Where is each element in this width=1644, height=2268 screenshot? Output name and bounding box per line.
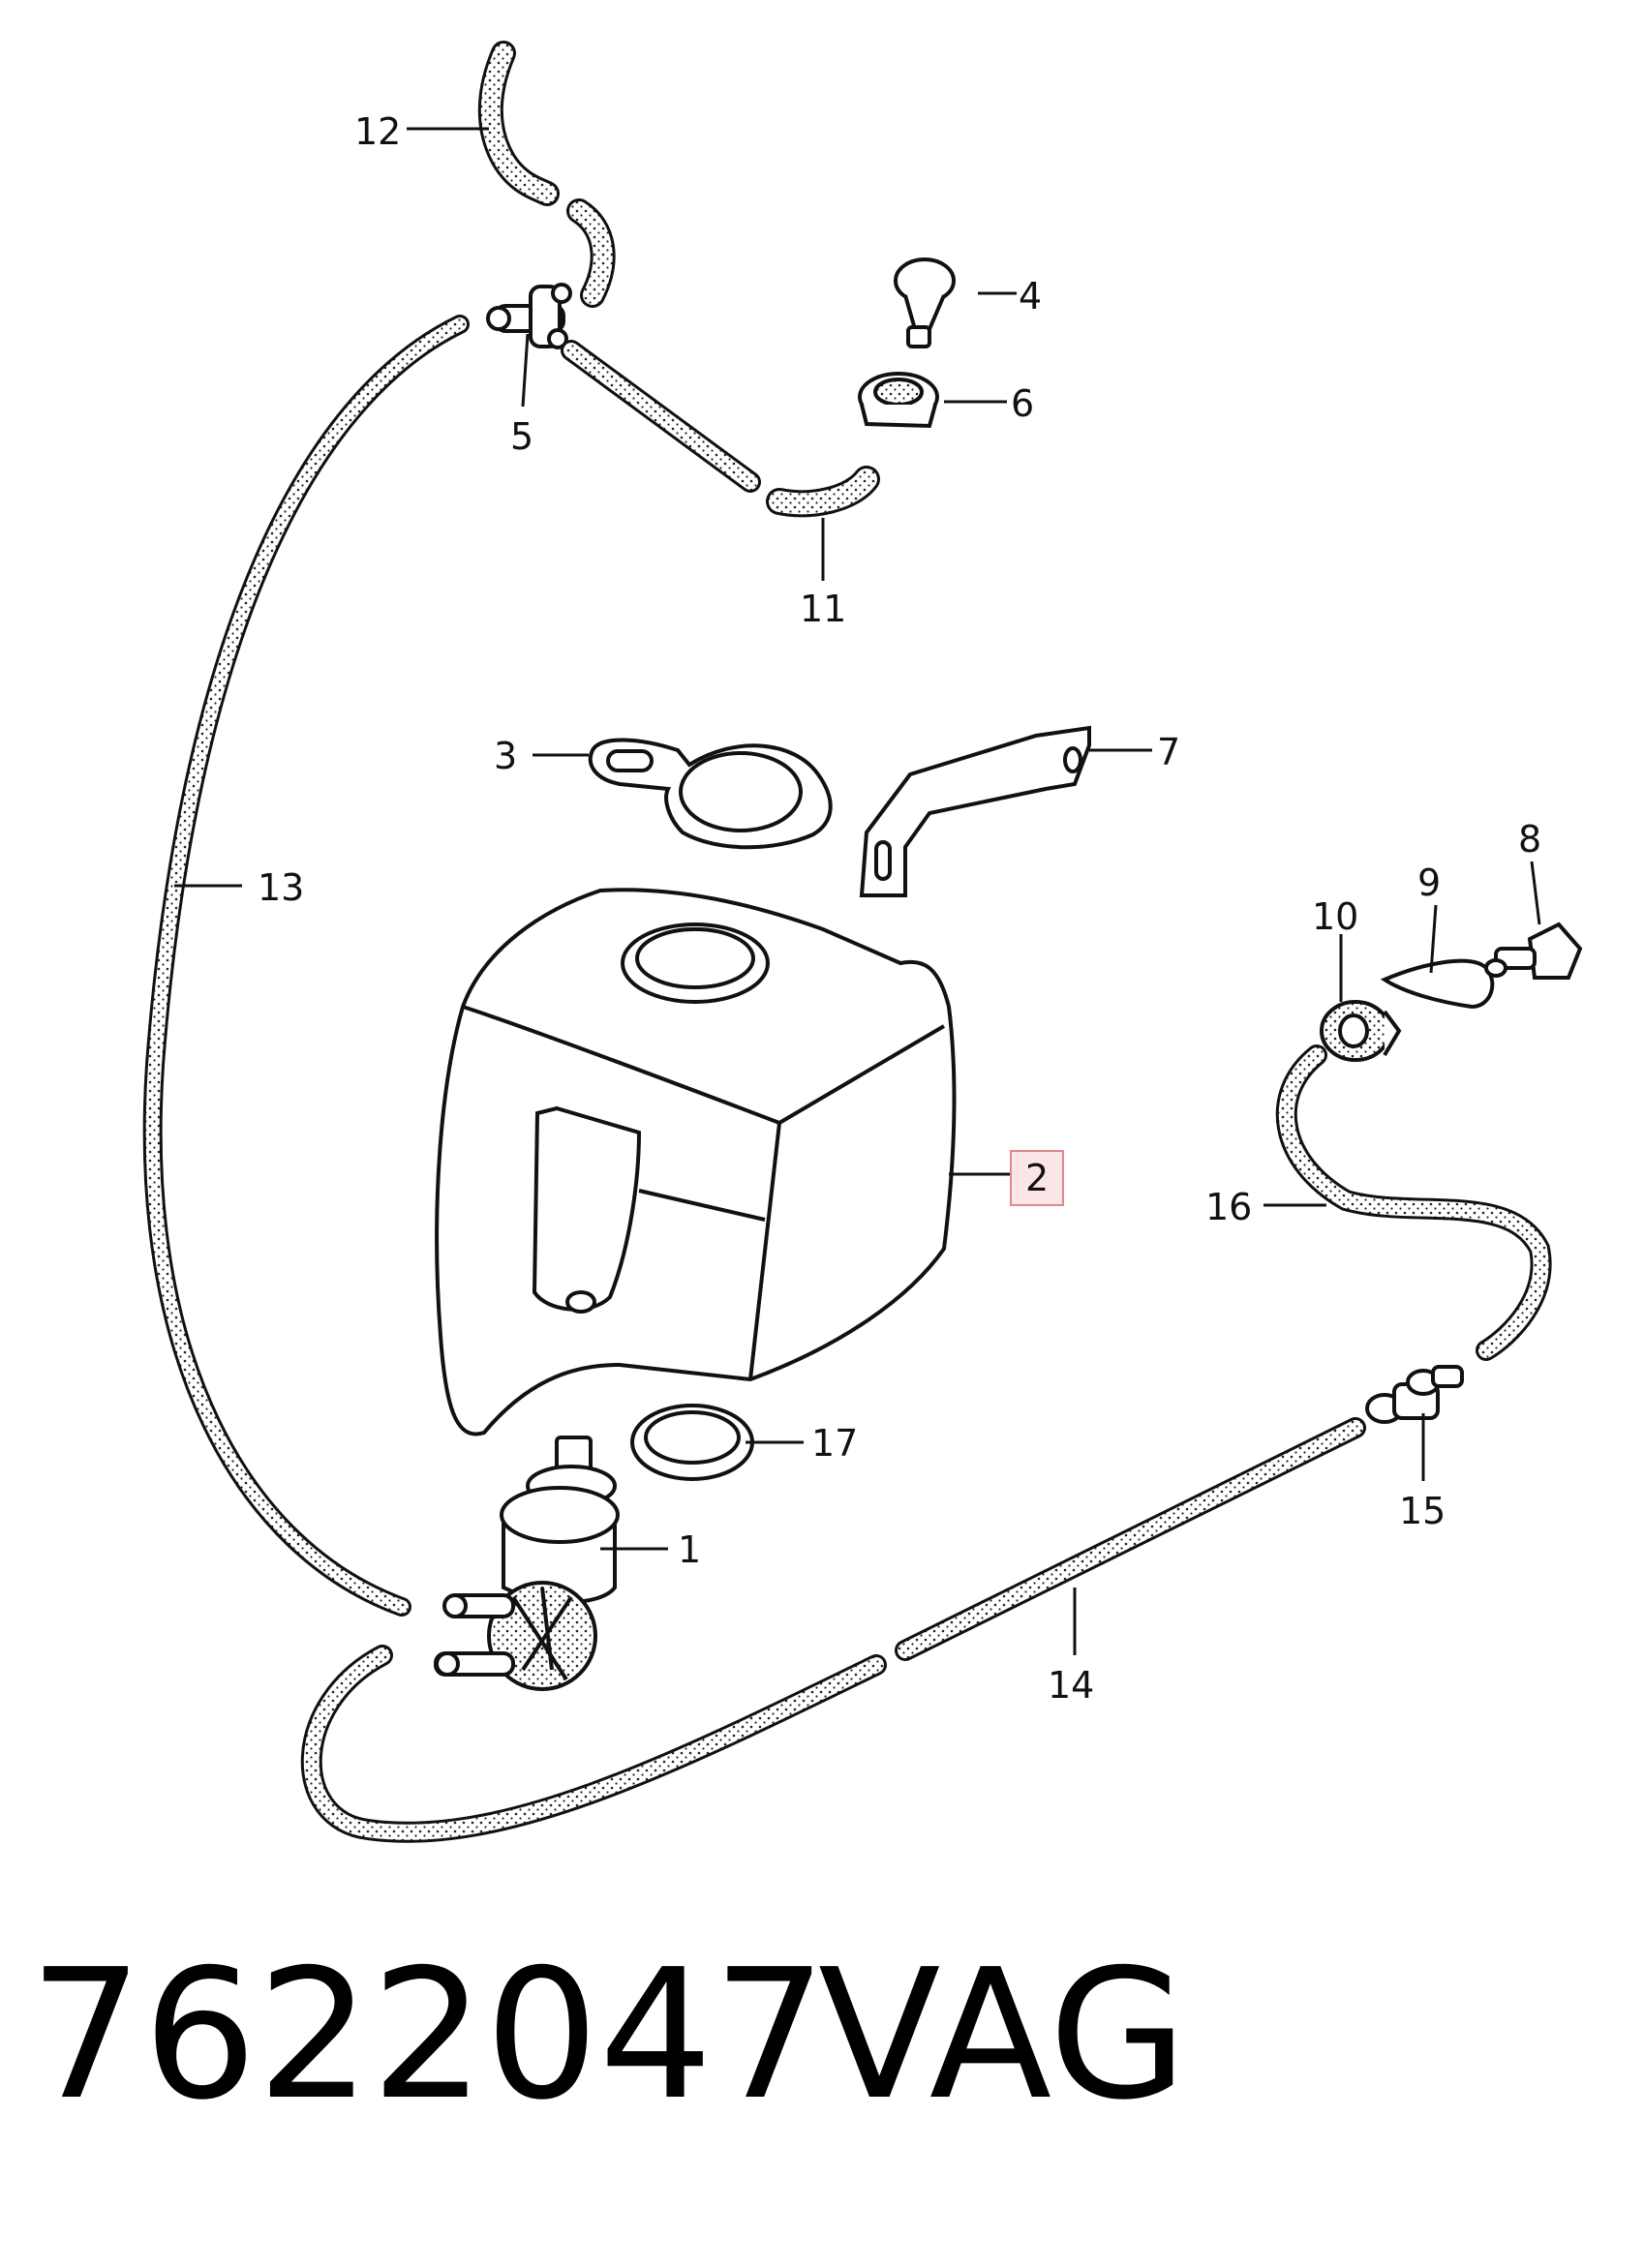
bracket-7	[859, 725, 1091, 897]
leader-lines	[174, 127, 1541, 1655]
parts-diagram	[142, 41, 1583, 1843]
callout-16: 16	[1205, 1186, 1253, 1228]
callout-14: 14	[1048, 1664, 1095, 1707]
callout-11: 11	[800, 588, 847, 630]
brand-name: VAG	[818, 1930, 1188, 2139]
hose-short	[561, 340, 761, 493]
callout-4: 4	[1019, 275, 1043, 318]
callout-6: 6	[1011, 382, 1035, 425]
callout-2-highlighted[interactable]: 2	[1010, 1150, 1065, 1206]
grommet-6	[858, 372, 939, 429]
callout-10: 10	[1312, 895, 1359, 938]
spray-nozzle-4	[894, 257, 956, 348]
t-connector-5	[486, 283, 572, 349]
washer-pump-1	[434, 1436, 620, 1691]
cap-9	[1380, 958, 1495, 1010]
hose-13	[142, 315, 470, 1617]
hose-12	[477, 41, 616, 308]
callout-1: 1	[678, 1528, 702, 1571]
hose-11	[766, 466, 880, 518]
hose-14	[300, 1417, 1366, 1843]
part-number: 7622047	[29, 1930, 827, 2139]
callout-9: 9	[1417, 862, 1442, 904]
nozzle-8	[1484, 922, 1583, 980]
connector-15	[1365, 1365, 1464, 1424]
callout-8: 8	[1518, 818, 1542, 861]
callout-3: 3	[494, 735, 518, 777]
callout-5: 5	[510, 415, 534, 458]
callout-17: 17	[811, 1422, 859, 1465]
callout-15: 15	[1399, 1490, 1446, 1532]
filler-cap-3	[588, 738, 833, 850]
grommet-10	[1320, 1000, 1402, 1062]
seal-17	[630, 1404, 754, 1481]
callout-12: 12	[354, 110, 402, 153]
callout-7: 7	[1157, 731, 1181, 773]
hose-16	[1275, 1044, 1552, 1361]
callout-13: 13	[258, 866, 305, 909]
reservoir-2	[435, 888, 957, 1436]
